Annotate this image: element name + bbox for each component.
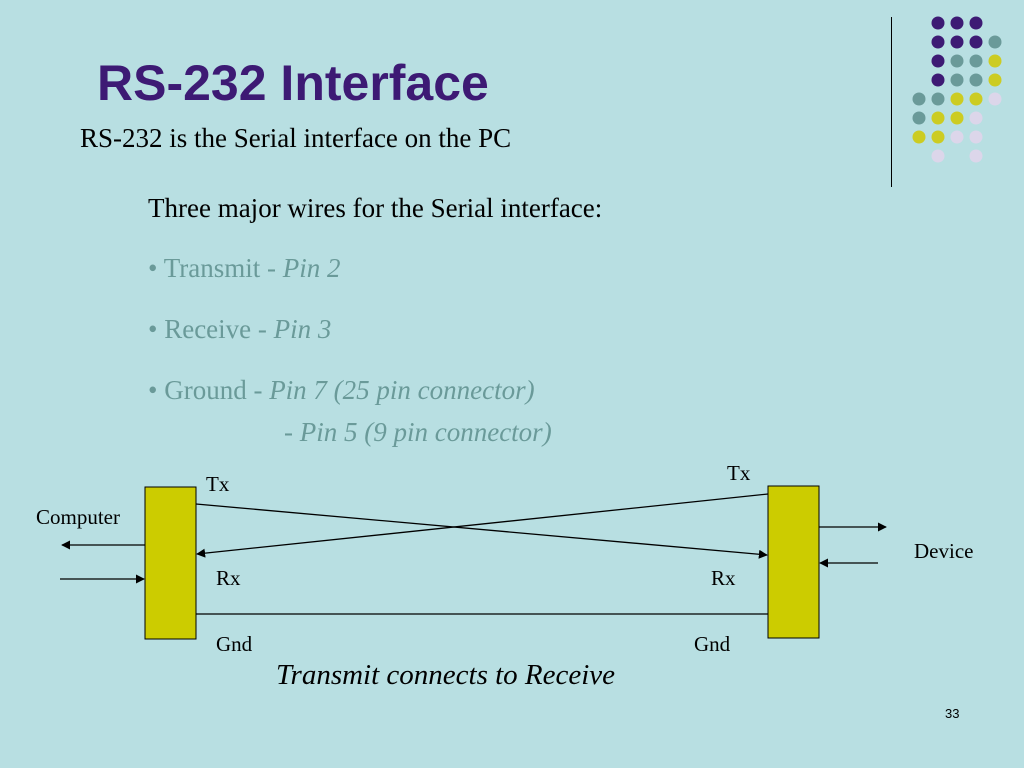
decorative-dot	[969, 111, 983, 125]
wire-device-tx-to-computer-rx	[196, 493, 769, 558]
bullet-detail: Pin 7 (25 pin connector)	[269, 375, 535, 405]
bullet-label: • Ground -	[148, 375, 270, 405]
device-gnd-label: Gnd	[694, 632, 731, 656]
diagram-caption: Transmit connects to Receive	[276, 659, 616, 691]
bullet-receive: • Receive - Pin 3	[148, 314, 332, 345]
computer-connector	[144, 486, 197, 640]
decorative-dot	[988, 73, 1002, 87]
page-number: 33	[945, 706, 960, 721]
decorative-dot	[912, 92, 926, 106]
slide-title: RS-232 Interface	[97, 55, 489, 111]
decorative-dot	[950, 54, 964, 68]
wire-computer-tx-to-device-rx	[195, 503, 768, 559]
decorative-divider-line	[891, 17, 892, 187]
bullet-label: • Receive -	[148, 314, 274, 344]
decorative-dot	[950, 16, 964, 30]
decorative-dot	[950, 130, 964, 144]
bullet-ground-9pin: - Pin 5 (9 pin connector)	[284, 417, 552, 448]
decorative-dot	[931, 130, 945, 144]
decorative-dot	[969, 130, 983, 144]
decorative-dot	[988, 92, 1002, 106]
decorative-dot	[950, 111, 964, 125]
decorative-dot	[988, 35, 1002, 49]
computer-label: Computer	[36, 505, 120, 529]
decorative-dot	[969, 16, 983, 30]
decorative-dot	[931, 35, 945, 49]
decorative-dot	[950, 92, 964, 106]
decorative-dot	[969, 35, 983, 49]
bullet-ground: • Ground - Pin 7 (25 pin connector)	[148, 375, 535, 406]
decorative-dot	[931, 73, 945, 87]
bullet-detail: Pin 2	[282, 253, 341, 283]
decorative-dot	[988, 54, 1002, 68]
decorative-dot	[969, 92, 983, 106]
decorative-dot	[912, 111, 926, 125]
decorative-dot	[950, 73, 964, 87]
decorative-dot	[931, 92, 945, 106]
decorative-dot	[969, 149, 983, 163]
decorative-dot	[969, 73, 983, 87]
device-connector	[767, 485, 820, 639]
decorative-dot	[969, 54, 983, 68]
computer-tx-label: Tx	[206, 472, 230, 496]
computer-gnd-label: Gnd	[216, 632, 253, 656]
device-tx-label: Tx	[727, 461, 751, 485]
bullet-detail: Pin 3	[273, 314, 332, 344]
computer-rx-label: Rx	[216, 566, 241, 590]
bullet-transmit: • Transmit - Pin 2	[148, 253, 341, 284]
decorative-dot	[931, 111, 945, 125]
device-label: Device	[914, 539, 974, 563]
slide-subtitle: RS-232 is the Serial interface on the PC	[80, 123, 512, 153]
decorative-dot	[950, 35, 964, 49]
bullet-detail: - Pin 5 (9 pin connector)	[284, 417, 552, 447]
bullet-label: • Transmit -	[148, 253, 283, 283]
decorative-dot	[912, 130, 926, 144]
decorative-dot	[931, 149, 945, 163]
wires-intro: Three major wires for the Serial interfa…	[148, 193, 603, 223]
decorative-dot	[931, 54, 945, 68]
device-rx-label: Rx	[711, 566, 736, 590]
decorative-dot	[931, 16, 945, 30]
